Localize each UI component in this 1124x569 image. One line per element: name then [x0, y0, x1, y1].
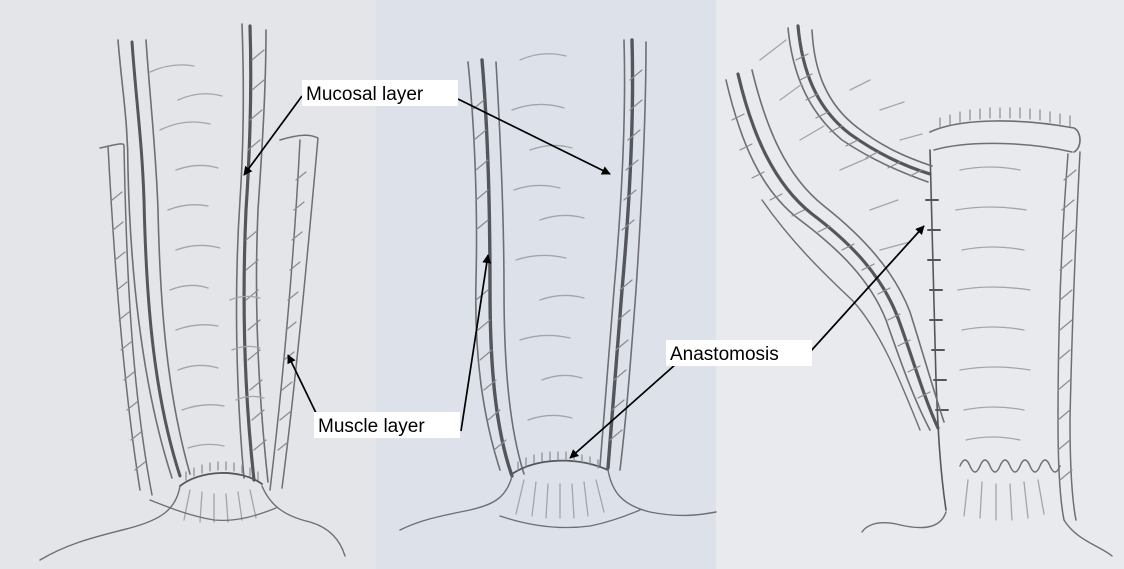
panel-right-background — [716, 0, 1124, 569]
anastomosis-label: Anastomosis — [670, 344, 779, 365]
mucosal-layer-label: Mucosal layer — [306, 84, 424, 105]
muscle-layer-label: Muscle layer — [318, 416, 425, 437]
